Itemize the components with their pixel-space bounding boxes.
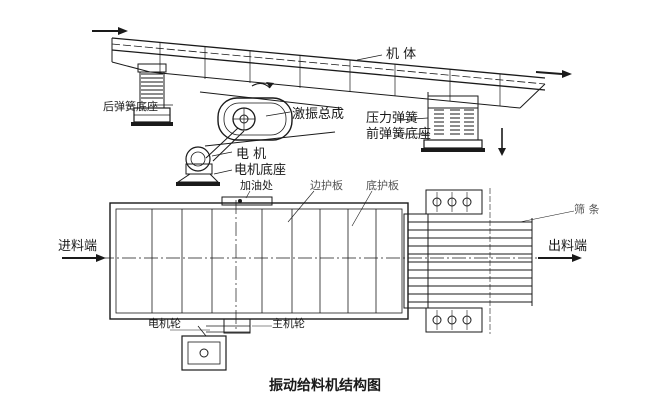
feed-arrow (62, 254, 106, 262)
bottom-guard-plates (151, 209, 377, 313)
label-bottom-guard-plate: 底护板 (366, 178, 399, 192)
discharge-arrow (538, 254, 582, 262)
plan-view: 加油处 边护板 底护板 筛 条 进料端 出料端 电机轮 主机轮 (58, 178, 600, 371)
leader-lines-elevation (153, 54, 429, 175)
label-front-spring-seat: 前弹簧底座 (366, 126, 431, 142)
label-exciter-assembly: 激振总成 (292, 107, 344, 122)
flow-arrow-down (498, 128, 506, 156)
label-main-pulley: 主机轮 (272, 316, 305, 330)
label-oil-port: 加油处 (240, 178, 273, 192)
label-discharge-end: 出料端 (548, 239, 587, 254)
leader-lines-plan (170, 190, 575, 331)
elevation-view: 机 体 后弹簧底座 激振总成 电 机 电机底座 压力弹簧 前弹簧底座 (92, 27, 572, 186)
rear-spring-seat (131, 63, 173, 126)
flow-arrow-out-top (535, 70, 572, 78)
label-motor-base: 电机底座 (234, 162, 286, 178)
screen-bar-section (403, 188, 533, 334)
label-side-guard-plate: 边护板 (310, 178, 343, 192)
exciter-assembly (199, 82, 341, 147)
trough-plan (100, 196, 578, 330)
front-spring-seat (421, 92, 485, 152)
figure-caption: 振动给料机结构图 (269, 377, 381, 394)
label-feed-end: 进料端 (58, 239, 97, 254)
motor-with-base (176, 127, 245, 186)
label-machine-body: 机 体 (386, 47, 416, 62)
flow-arrow-in-top (92, 27, 128, 35)
machine-body (111, 37, 546, 109)
label-rear-spring-seat: 后弹簧底座 (103, 99, 158, 113)
drive-assembly (181, 318, 251, 371)
label-screen-bars: 筛 条 (574, 202, 600, 216)
label-motor-pulley: 电机轮 (148, 316, 181, 330)
label-pressure-spring: 压力弹簧 (366, 110, 418, 126)
label-motor: 电 机 (236, 147, 266, 162)
